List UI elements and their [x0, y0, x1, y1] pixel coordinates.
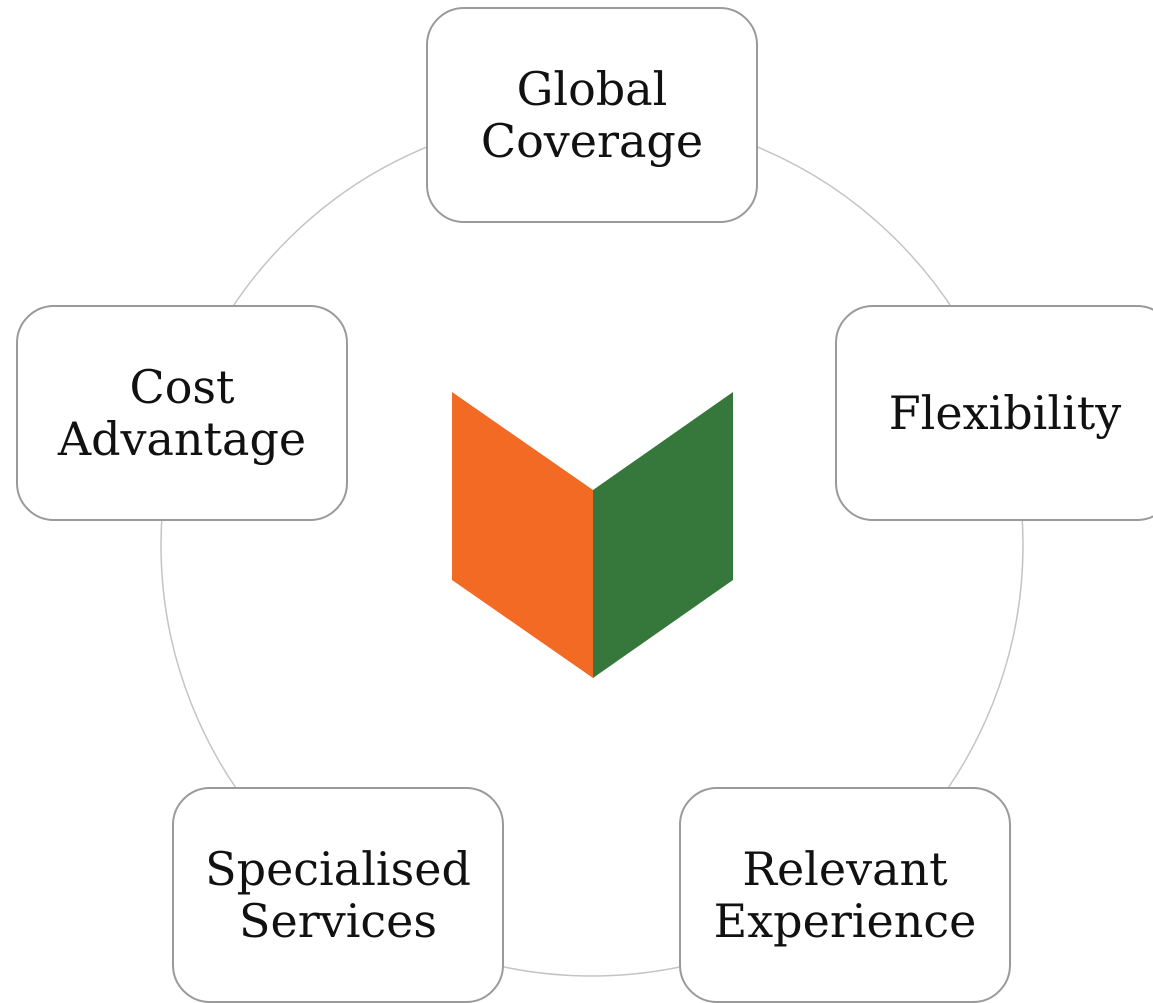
node-relevant-experience: Relevant Experience: [679, 787, 1011, 1003]
node-label-specialised-services: Specialised Services: [205, 842, 471, 948]
node-label-relevant-experience: Relevant Experience: [713, 842, 977, 948]
logo-right-panel: [593, 392, 733, 678]
logo-left-panel: [452, 392, 593, 678]
node-label-global-coverage: Global Coverage: [480, 62, 704, 168]
node-label-cost-advantage: Cost Advantage: [57, 360, 307, 466]
node-specialised-services: Specialised Services: [172, 787, 504, 1003]
node-global-coverage: Global Coverage: [426, 7, 758, 223]
node-label-flexibility: Flexibility: [888, 386, 1122, 440]
node-cost-advantage: Cost Advantage: [16, 305, 348, 521]
node-flexibility: Flexibility: [835, 305, 1153, 521]
